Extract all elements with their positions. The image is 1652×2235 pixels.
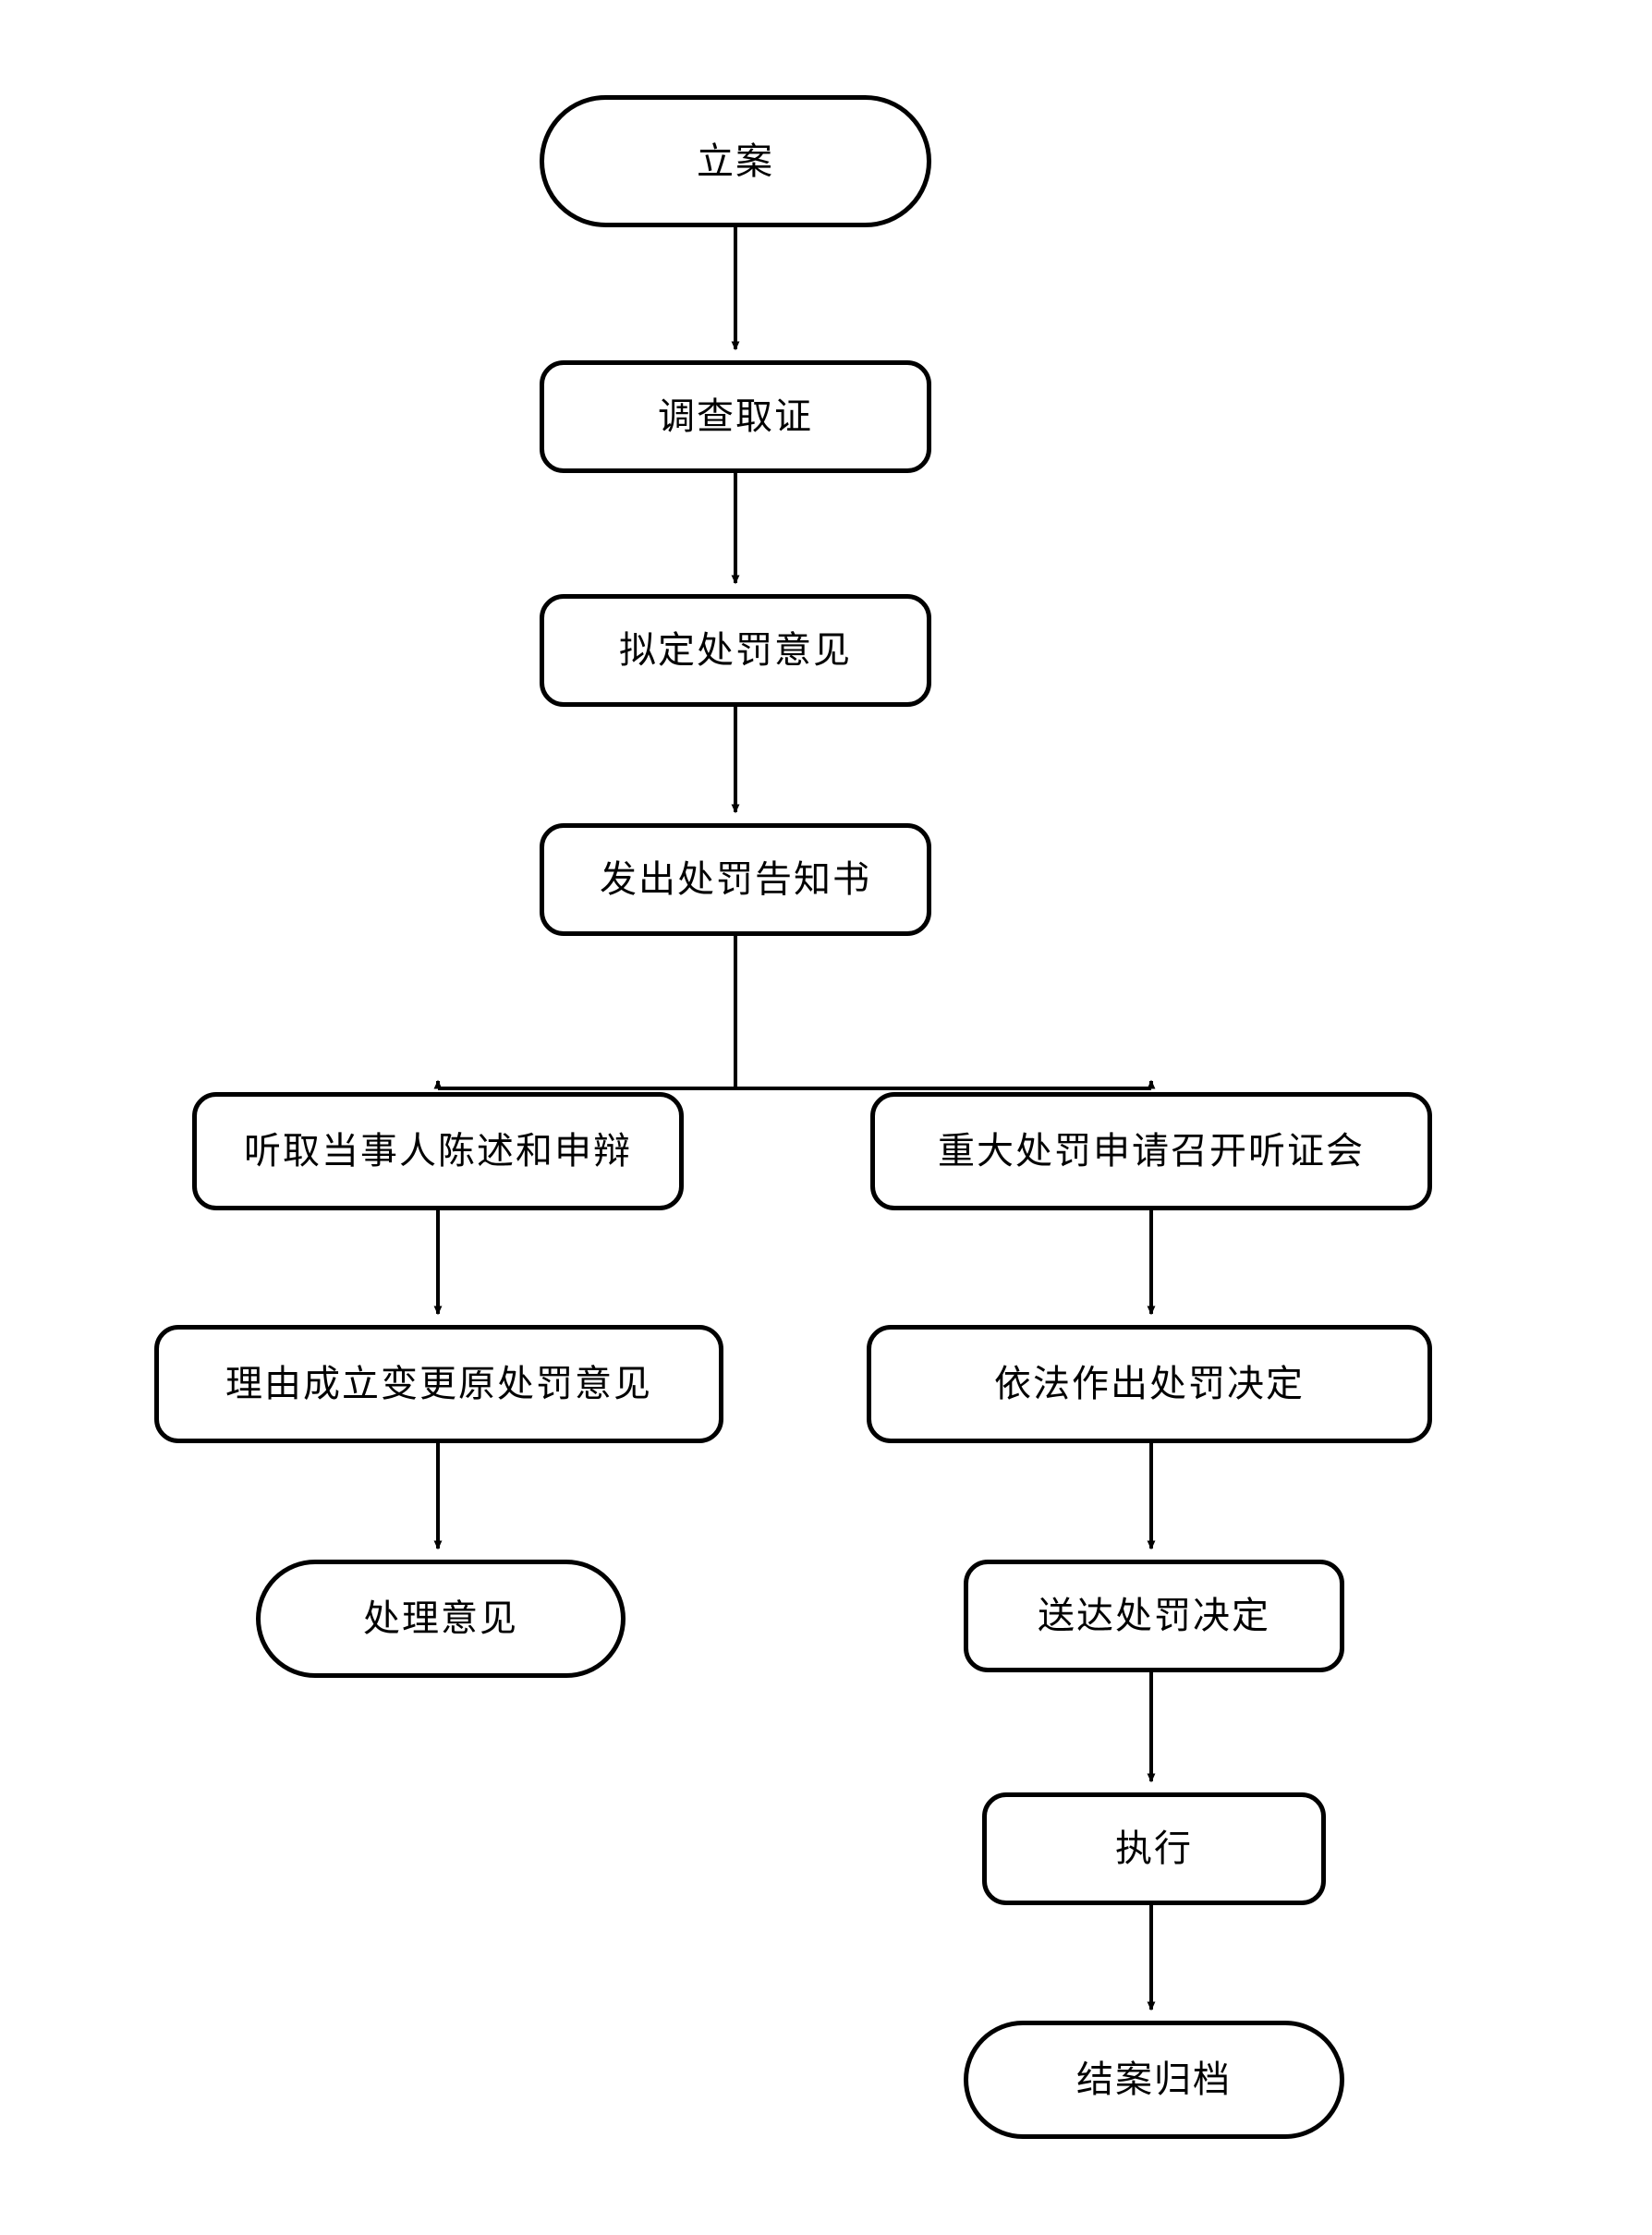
node-zhongda-chufa-tingzhenghui[interactable]: 重大处罚申请召开听证会 bbox=[870, 1092, 1432, 1210]
node-niding-chufa-yijian[interactable]: 拟定处罚意见 bbox=[540, 594, 931, 707]
node-label-fachu-chufa-gaozhishu: 发出处罚告知书 bbox=[600, 858, 871, 901]
node-label-niding-chufa-yijian: 拟定处罚意见 bbox=[619, 629, 852, 672]
node-yifa-zuochu-chufa-jueding[interactable]: 依法作出处罚决定 bbox=[867, 1325, 1432, 1443]
node-label-songda-chufa-jueding: 送达处罚决定 bbox=[1038, 1595, 1270, 1637]
node-label-yifa-zuochu-chufa-jueding: 依法作出处罚决定 bbox=[994, 1363, 1305, 1405]
node-liyou-chengli-biangeng[interactable]: 理由成立变更原处罚意见 bbox=[154, 1325, 723, 1443]
node-lian[interactable]: 立案 bbox=[540, 95, 931, 227]
node-label-jiean-guidang: 结案归档 bbox=[1076, 2059, 1232, 2101]
node-label-tingqu-chenshu-shenbian: 听取当事人陈述和申辩 bbox=[244, 1130, 632, 1172]
node-label-zhongda-chufa-tingzhenghui: 重大处罚申请召开听证会 bbox=[938, 1130, 1365, 1172]
node-fachu-chufa-gaozhishu[interactable]: 发出处罚告知书 bbox=[540, 823, 931, 936]
node-label-diaocha-quzheng: 调查取证 bbox=[658, 395, 813, 438]
node-label-lian: 立案 bbox=[697, 140, 774, 183]
node-chuli-yijian[interactable]: 处理意见 bbox=[256, 1560, 626, 1678]
node-diaocha-quzheng[interactable]: 调查取证 bbox=[540, 360, 931, 473]
node-zhixing[interactable]: 执行 bbox=[982, 1792, 1326, 1905]
node-label-liyou-chengli-biangeng: 理由成立变更原处罚意见 bbox=[225, 1363, 652, 1405]
node-label-chuli-yijian: 处理意见 bbox=[363, 1597, 518, 1640]
node-tingqu-chenshu-shenbian[interactable]: 听取当事人陈述和申辩 bbox=[192, 1092, 684, 1210]
node-label-zhixing: 执行 bbox=[1115, 1828, 1193, 1870]
node-jiean-guidang[interactable]: 结案归档 bbox=[964, 2021, 1344, 2139]
node-songda-chufa-jueding[interactable]: 送达处罚决定 bbox=[964, 1560, 1344, 1672]
